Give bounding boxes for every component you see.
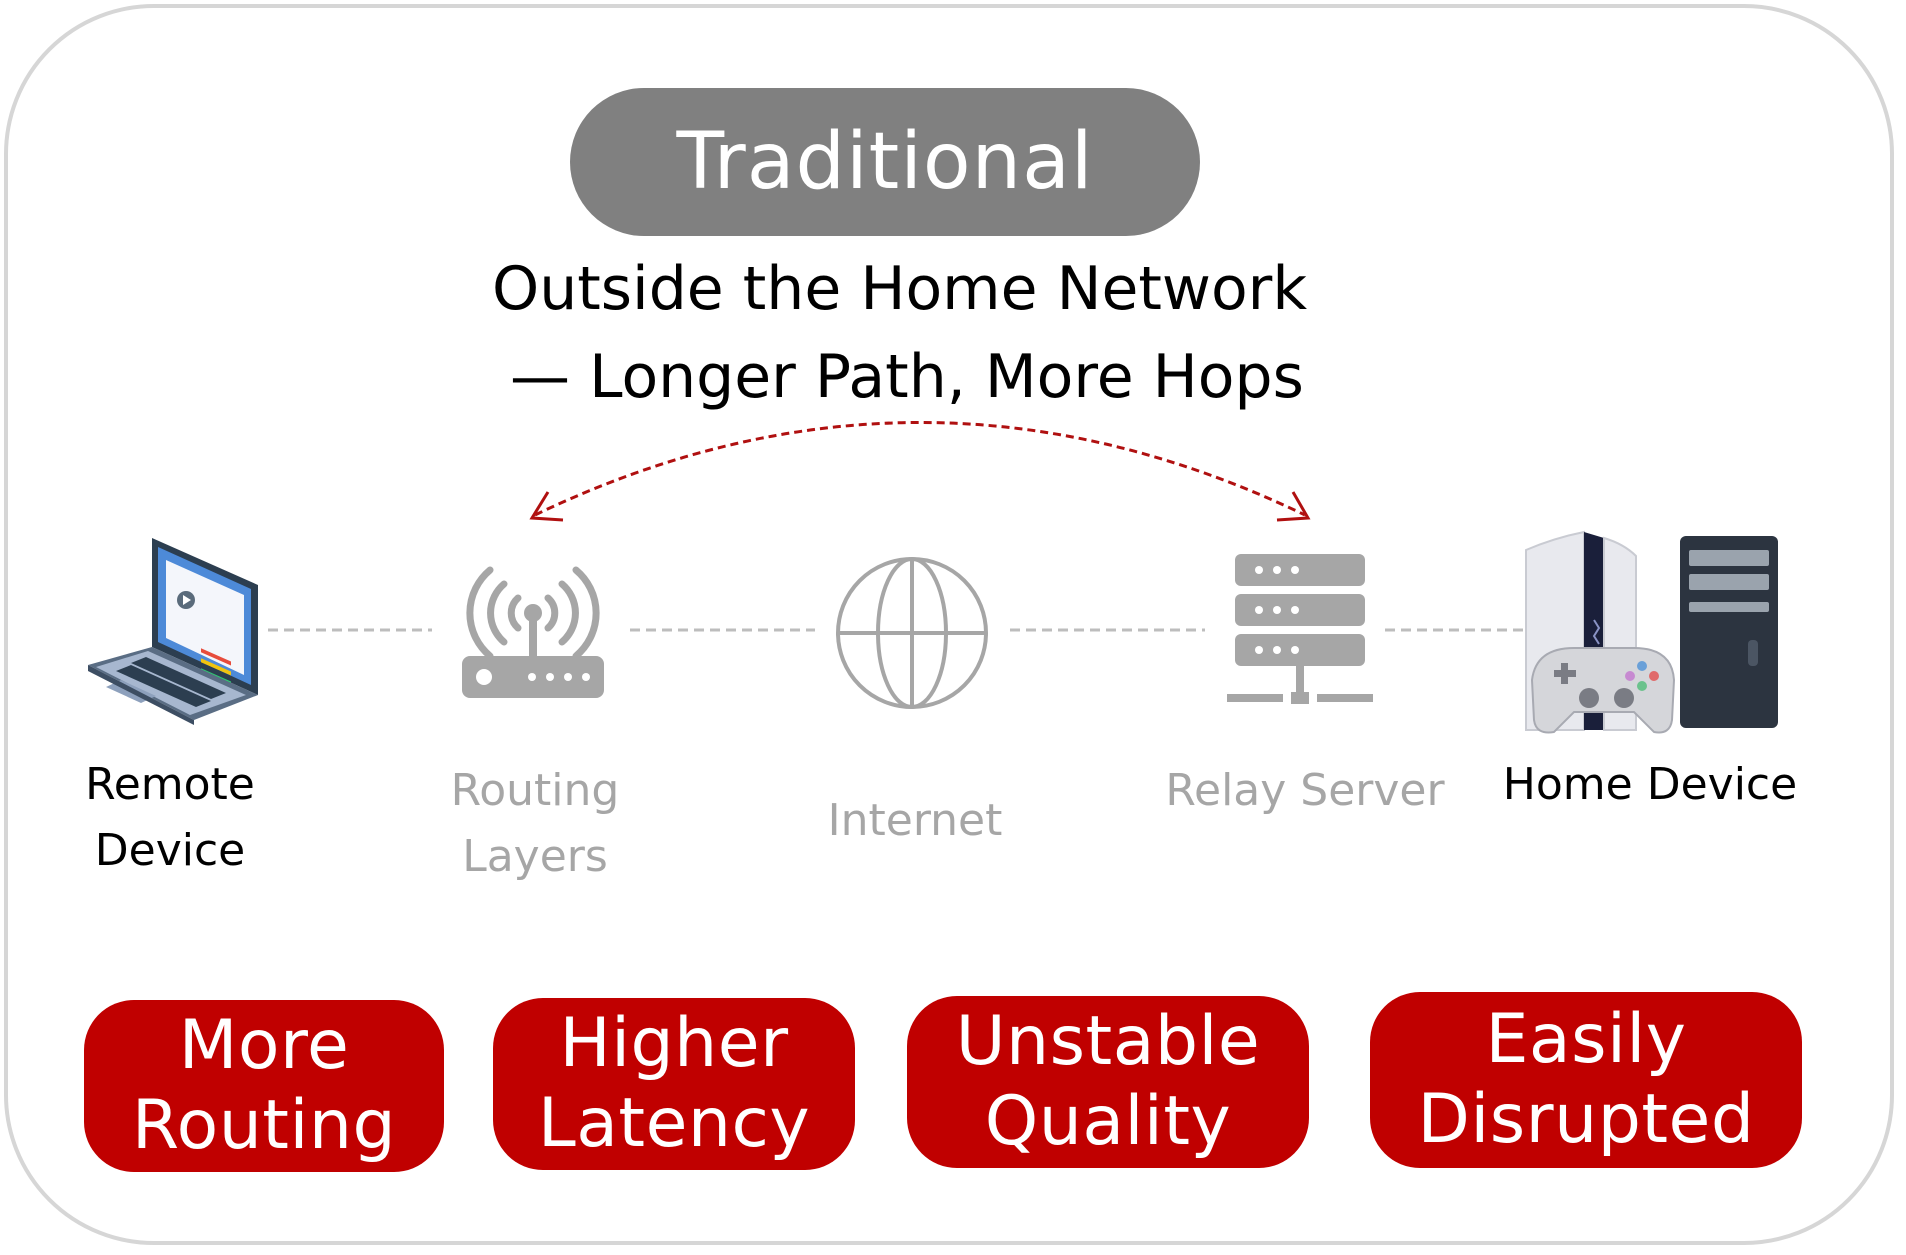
label-line: Relay Server <box>1165 765 1445 816</box>
badge-line: Disrupted <box>1417 1080 1755 1159</box>
label-line: Routing <box>450 765 620 816</box>
dashed-arc-arrow <box>534 421 1306 517</box>
subtitle-line-1: Outside the Home Network <box>492 254 1308 324</box>
subtitle-line-2: — Longer Path, More Hops <box>510 342 1304 412</box>
badge-line: Quality <box>984 1082 1232 1161</box>
node-label-remote-device: Remote Device <box>55 752 285 884</box>
badge-line: More <box>178 1006 350 1085</box>
node-label-internet: Internet <box>800 788 1030 854</box>
pill-label: Traditional <box>676 117 1094 207</box>
badge-unstable-quality: Unstable Quality <box>907 996 1309 1168</box>
badge-more-routing: More Routing <box>84 1000 444 1172</box>
laptop-icon <box>88 538 258 725</box>
label-line: Internet <box>827 795 1003 846</box>
badge-line: Higher <box>559 1004 789 1083</box>
diagram-frame <box>4 4 1894 1245</box>
label-line: Remote <box>85 759 255 810</box>
badge-line: Easily <box>1485 1000 1687 1079</box>
badge-line: Routing <box>131 1086 397 1165</box>
badge-easily-disrupted: Easily Disrupted <box>1370 992 1802 1168</box>
game-console-icon <box>1525 530 1778 734</box>
traditional-pill: Traditional <box>570 88 1200 236</box>
label-line: Device <box>94 825 246 876</box>
arc-arrowhead-right <box>1276 491 1311 522</box>
label-line: Layers <box>462 831 608 882</box>
badge-line: Latency <box>537 1084 811 1163</box>
badge-higher-latency: Higher Latency <box>493 998 855 1170</box>
badge-line: Unstable <box>955 1002 1261 1081</box>
router-icon <box>462 566 604 698</box>
node-label-relay-server: Relay Server <box>1160 758 1450 824</box>
globe-icon <box>836 557 988 709</box>
label-line: Home Device <box>1502 759 1798 810</box>
node-label-routing-layers: Routing Layers <box>420 758 650 890</box>
server-icon <box>1227 554 1373 704</box>
arc-arrowhead-left <box>529 491 564 522</box>
node-label-home-device: Home Device <box>1490 752 1810 818</box>
